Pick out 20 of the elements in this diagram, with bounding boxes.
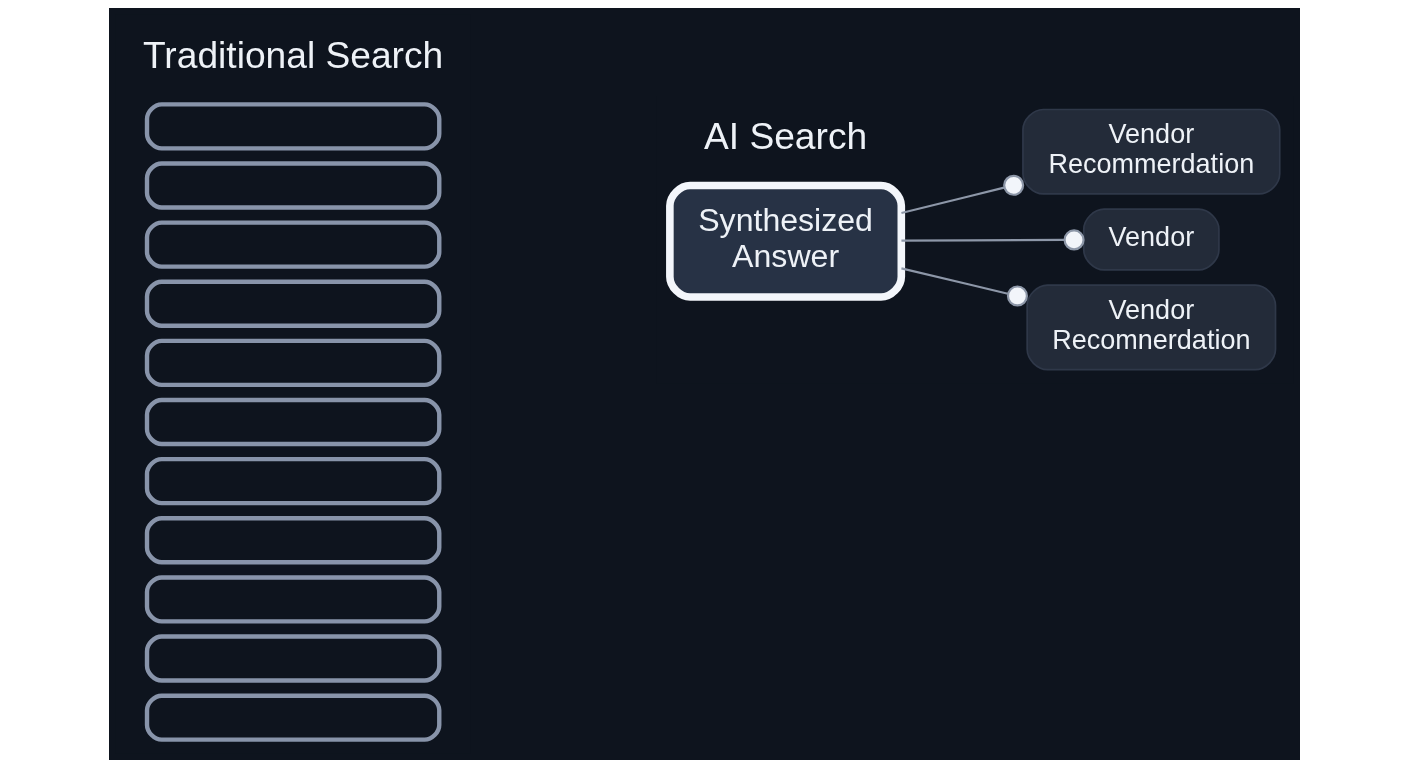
node-box — [144, 161, 441, 210]
node-box: Synthesized Answer — [665, 181, 905, 301]
node-box: Vendor — [1082, 208, 1220, 271]
node-box — [144, 102, 441, 151]
node-box: Vendor Recommerdation — [1021, 108, 1281, 195]
connector — [900, 229, 1085, 251]
label: Traditional Search — [142, 34, 443, 77]
connector — [900, 267, 1028, 307]
node-box — [144, 457, 441, 506]
node-box — [144, 220, 441, 269]
label: AI Search — [703, 115, 867, 158]
node-box — [144, 693, 441, 742]
connector — [900, 174, 1024, 215]
node-box — [144, 575, 441, 624]
node-box — [144, 279, 441, 328]
node-box — [144, 338, 441, 388]
node-box — [144, 516, 441, 565]
node-box — [144, 397, 441, 447]
node-box — [144, 634, 441, 683]
node-box: Vendor Recomnerdation — [1025, 284, 1276, 371]
